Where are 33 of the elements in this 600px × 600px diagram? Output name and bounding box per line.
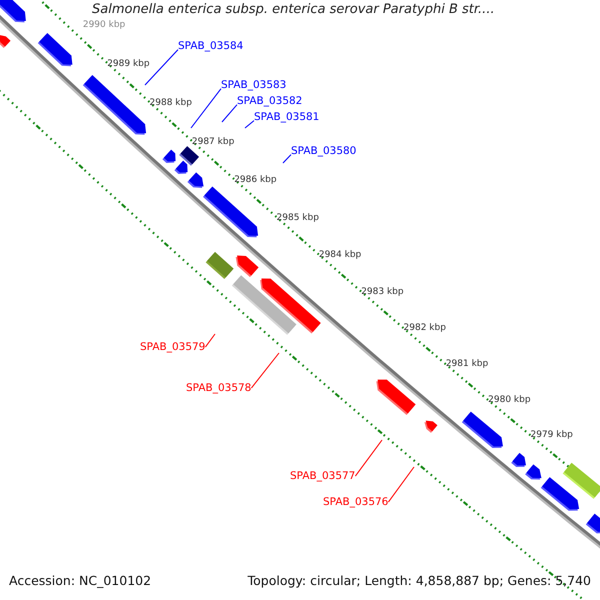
leader-line (282, 154, 292, 164)
gene-label: SPAB_03576 (323, 496, 388, 508)
gene-label: SPAB_03578 (186, 382, 252, 394)
scale-label: 2989 kbp (107, 59, 150, 70)
scale-label: 2990 kbp (82, 20, 126, 30)
scale-label: 2982 kbp (404, 323, 446, 334)
gene-label: SPAB_03579 (140, 341, 206, 354)
gene-label: SPAB_03577 (290, 470, 356, 482)
leader-line (354, 440, 382, 477)
footer-text: Topology: circular; Length: 4,858,887 bp; Genes: 5,740 (248, 574, 591, 588)
scale-label: 2980 kbp (488, 395, 531, 406)
scale-label: 2979 kbp (530, 430, 573, 441)
leader-line (388, 466, 414, 503)
gene-label: SPAB_03581 (254, 111, 320, 124)
gene-label: SPAB_03584 (178, 40, 244, 52)
gene-label: SPAB_03583 (221, 79, 286, 92)
leader-line (190, 88, 222, 128)
title: Salmonella enterica subsp. enterica serovar Paratyphi B str.... (92, 3, 495, 18)
leader-line (222, 104, 238, 122)
leader-line (244, 120, 254, 128)
gene-label: SPAB_03580 (291, 145, 356, 158)
gene-label: SPAB_03582 (237, 95, 302, 108)
scale-label: 2983 kbp (361, 286, 404, 298)
leader-line (250, 352, 280, 389)
leader-line (144, 49, 178, 86)
scale-label: 2986 kbp (234, 174, 277, 186)
scale-label: 2984 kbp (318, 250, 362, 260)
scale-label: 2985 kbp (276, 212, 319, 224)
scale-label: 2987 kbp (192, 136, 234, 148)
scale-label: 2981 kbp (446, 359, 488, 370)
leader-line (204, 334, 216, 348)
footer-text: Accession: NC_010102 (9, 574, 152, 588)
scale-label: 2988 kbp (150, 98, 192, 108)
